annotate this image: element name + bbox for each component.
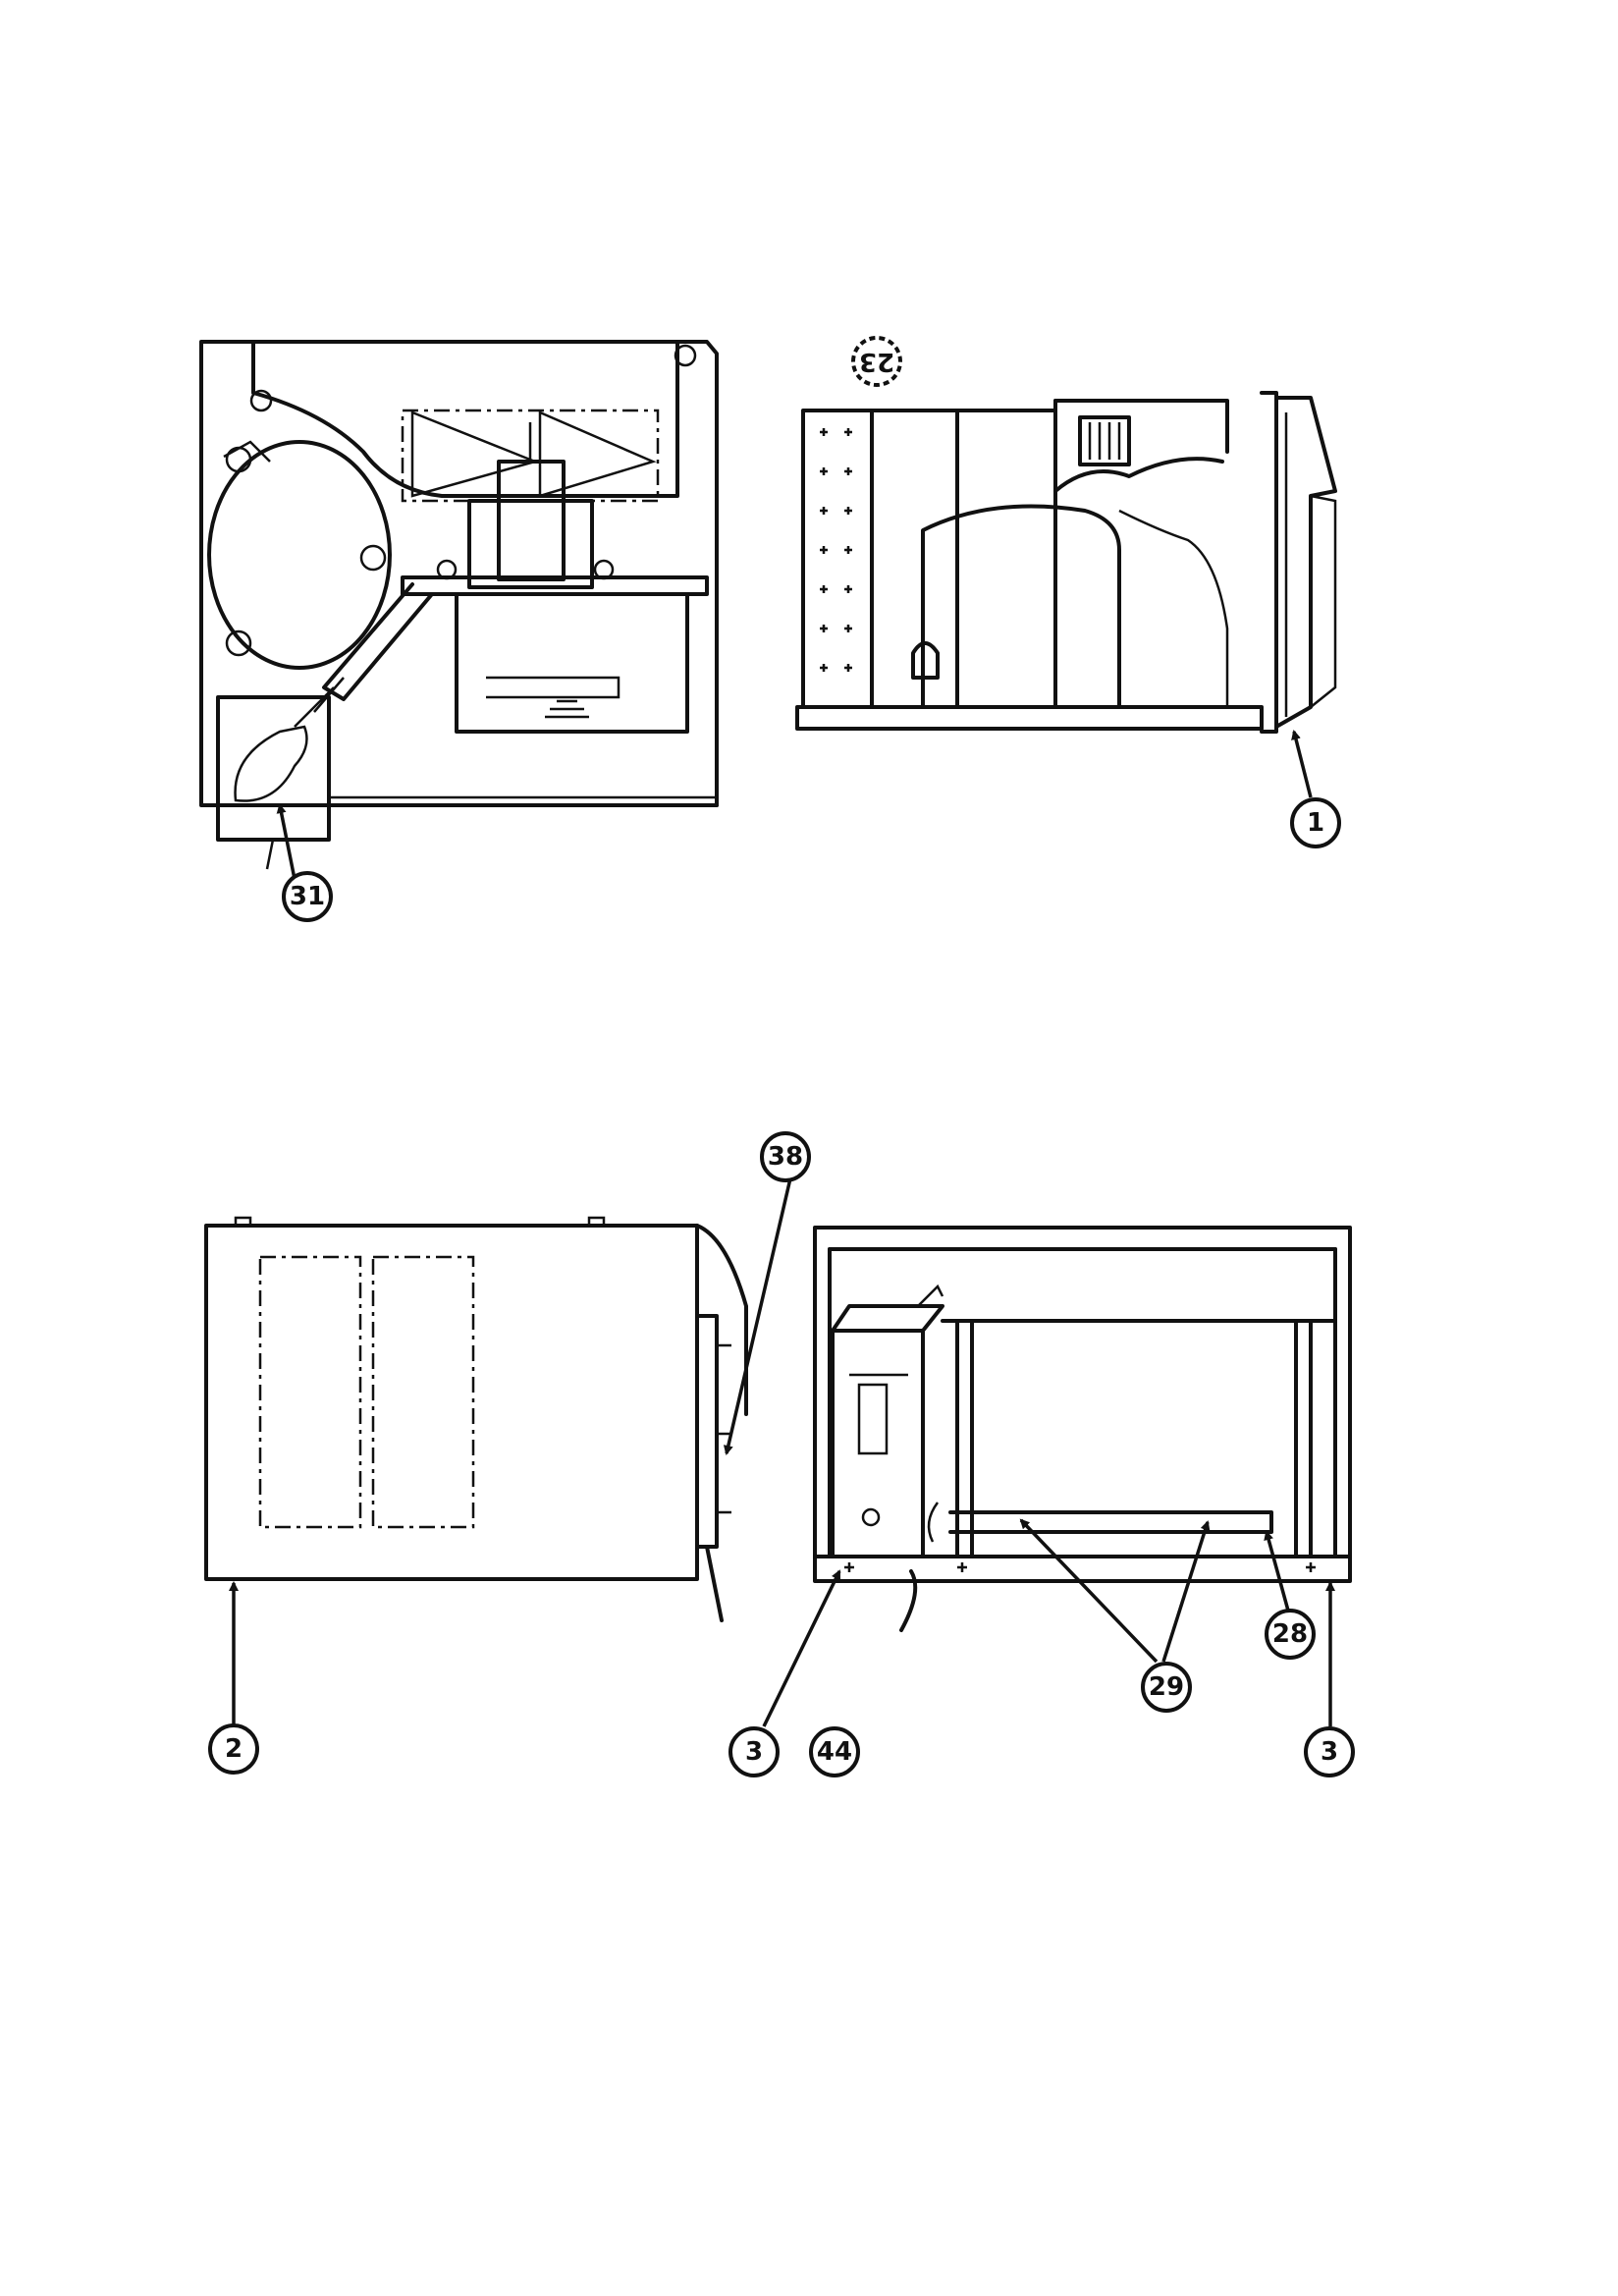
svg-text:3: 3 — [1321, 1737, 1338, 1767]
svg-text:44: 44 — [817, 1737, 852, 1767]
callout-31: 31 — [282, 871, 333, 922]
svg-text:29: 29 — [1149, 1672, 1184, 1702]
view-top-left — [199, 340, 719, 870]
view-top-right — [795, 391, 1337, 734]
callout-3-left: 3 — [728, 1726, 780, 1777]
callout-29: 29 — [1141, 1662, 1192, 1713]
svg-text:23: 23 — [859, 347, 894, 376]
svg-text:28: 28 — [1272, 1619, 1308, 1649]
leader-lines — [229, 730, 1335, 1727]
callout-1: 1 — [1290, 797, 1341, 848]
callout-2: 2 — [208, 1723, 259, 1775]
svg-text:38: 38 — [768, 1142, 803, 1172]
callout-38: 38 — [760, 1131, 811, 1182]
callout-44: 44 — [809, 1726, 860, 1777]
svg-text:1: 1 — [1307, 808, 1324, 838]
svg-text:31: 31 — [290, 882, 325, 911]
view-bottom-left — [204, 1216, 748, 1622]
callout-3-right: 3 — [1304, 1726, 1355, 1777]
svg-text:2: 2 — [225, 1734, 243, 1764]
svg-text:3: 3 — [745, 1737, 763, 1767]
callout-28: 28 — [1265, 1609, 1316, 1660]
view-bottom-right — [813, 1226, 1352, 1632]
callout-23: 23 — [851, 336, 902, 387]
